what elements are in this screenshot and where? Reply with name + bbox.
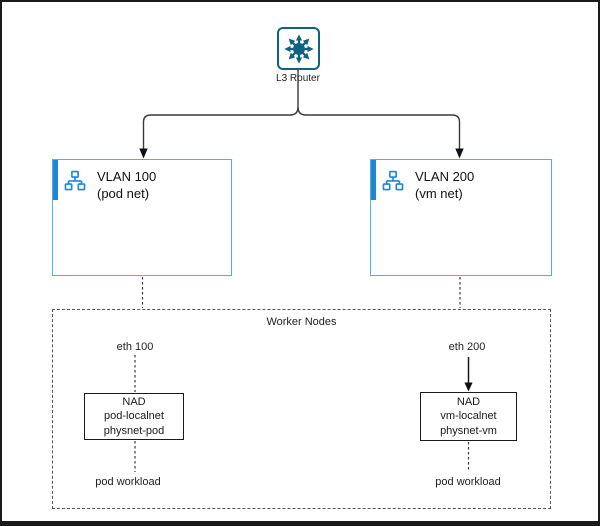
nad-network-name: pod-localnet (104, 410, 164, 423)
eth-100-label: eth 100 (116, 341, 154, 353)
worker-nodes-title: Worker Nodes (266, 316, 337, 328)
vlan-accent-bar (53, 160, 58, 200)
l3-router-label: L3 Router (276, 73, 320, 84)
nad-pod-localnet-node[interactable]: NAD pod-localnet physnet-pod (84, 393, 184, 440)
network-lan-icon (382, 170, 404, 191)
vlan-100-subtitle: (pod net) (97, 185, 150, 201)
vlan-200-title: VLAN 200 (415, 169, 475, 184)
vlan-accent-bar (371, 160, 376, 200)
arrowhead-vlan200 (455, 148, 464, 159)
pod-workload-label-left: pod workload (95, 476, 161, 488)
eth-200-label: eth 200 (448, 341, 486, 353)
nad-vm-localnet-node[interactable]: NAD vm-localnet physnet-vm (420, 392, 517, 441)
edge-router-to-vlan200 (297, 106, 461, 149)
nad-title: NAD (456, 395, 481, 408)
nad-network-name: vm-localnet (440, 410, 497, 423)
router-icon (283, 33, 314, 64)
pod-workload-label-right: pod workload (435, 476, 501, 488)
vlan-100-node[interactable]: VLAN 100 (pod net) (52, 159, 232, 276)
worker-nodes-group[interactable] (52, 309, 551, 509)
nad-title: NAD (122, 395, 146, 408)
vlan-200-node[interactable]: VLAN 200 (vm net) (370, 159, 552, 276)
vlan-100-title: VLAN 100 (97, 169, 157, 184)
vlan-200-subtitle: (vm net) (415, 185, 463, 201)
nad-physnet-name: physnet-pod (103, 424, 165, 437)
network-lan-icon (64, 170, 86, 191)
nad-physnet-name: physnet-vm (440, 424, 497, 437)
arrowhead-vlan100 (139, 148, 148, 159)
l3-router-node[interactable] (277, 27, 320, 70)
